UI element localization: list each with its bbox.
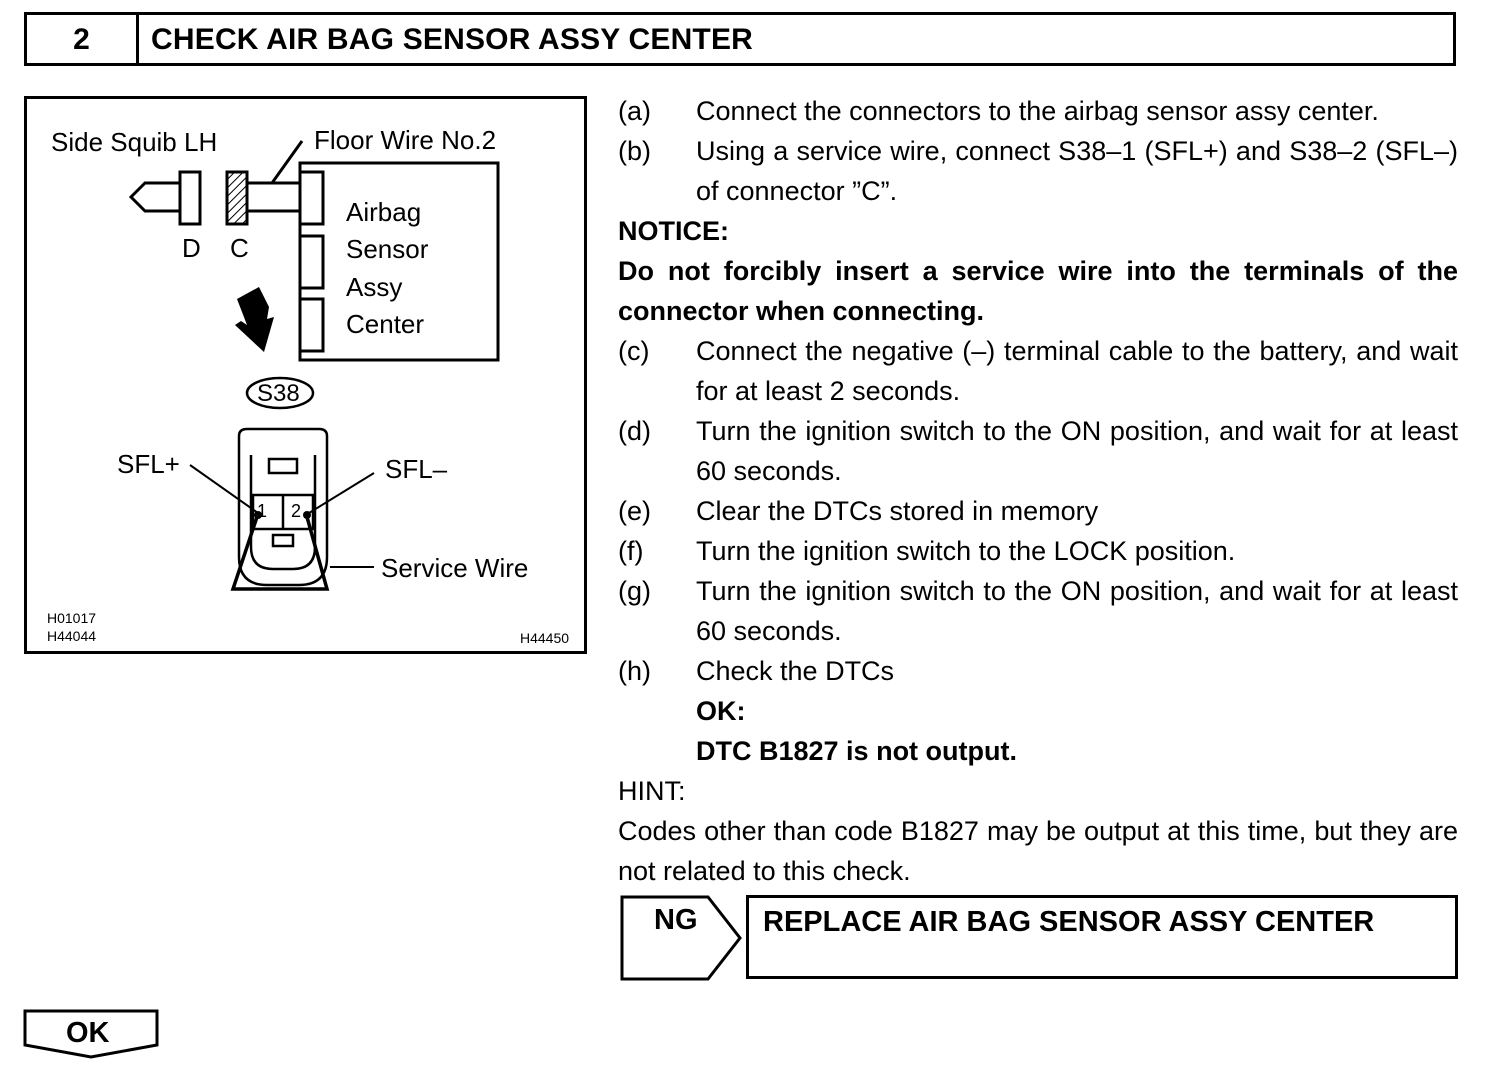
step-label: (f) bbox=[618, 536, 644, 566]
module-label-line: Airbag bbox=[346, 197, 422, 227]
figure-code: H01017 bbox=[47, 610, 97, 626]
step-title: CHECK AIR BAG SENSOR ASSY CENTER bbox=[151, 23, 754, 56]
side-squib-plug bbox=[128, 170, 202, 226]
step-item: (e) Clear the DTCs stored in memory bbox=[618, 491, 1458, 531]
pin-2-label: 2 bbox=[291, 501, 302, 521]
airbag-sensor-module bbox=[298, 161, 500, 362]
step-text: Using a service wire, connect S38–1 (SFL… bbox=[696, 136, 1458, 206]
figure-code: H44450 bbox=[520, 630, 570, 646]
step-number: 2 bbox=[27, 15, 139, 63]
step-label: (d) bbox=[618, 416, 651, 446]
floor-wire bbox=[247, 140, 304, 213]
side-squib-label: Side Squib LH bbox=[51, 127, 218, 157]
ng-tag bbox=[620, 895, 742, 981]
module-label-line: Sensor bbox=[346, 234, 429, 264]
step-text: Connect the negative (–) terminal cable … bbox=[696, 336, 1458, 406]
notice-text: Do not forcibly insert a service wire in… bbox=[618, 256, 1458, 326]
service-wire-label: Service Wire bbox=[381, 553, 529, 583]
s38-oval bbox=[245, 376, 315, 410]
step-text: Check the DTCs bbox=[696, 656, 895, 686]
ng-action-text: REPLACE AIR BAG SENSOR ASSY CENTER bbox=[763, 906, 1375, 938]
ng-action-box: REPLACE AIR BAG SENSOR ASSY CENTER bbox=[746, 895, 1458, 979]
sfl-plus-label: SFL+ bbox=[117, 449, 180, 479]
step-item: (a) Connect the connectors to the airbag… bbox=[618, 91, 1458, 131]
step-text: Turn the ignition switch to the ON posit… bbox=[696, 576, 1458, 646]
step-item: (g) Turn the ignition switch to the ON p… bbox=[618, 571, 1458, 651]
ok-result: DTC B1827 is not output. bbox=[696, 736, 1018, 766]
step-label: (e) bbox=[618, 496, 651, 526]
hint-title: HINT: bbox=[618, 776, 686, 806]
step-text: Clear the DTCs stored in memory bbox=[696, 496, 1099, 526]
pin-1-label: 1 bbox=[257, 501, 268, 521]
floor-wire-label: Floor Wire No.2 bbox=[314, 125, 497, 155]
step-text: Turn the ignition switch to the ON posit… bbox=[696, 416, 1458, 486]
sfl-minus-label: SFL– bbox=[385, 454, 448, 484]
ok-tag bbox=[23, 1009, 159, 1059]
leader-lines bbox=[189, 464, 375, 568]
module-label-line: Center bbox=[346, 309, 425, 339]
connector-c bbox=[225, 170, 249, 226]
down-arrow-icon bbox=[235, 287, 274, 352]
step-header: 2 CHECK AIR BAG SENSOR ASSY CENTER bbox=[24, 12, 1456, 66]
step-item: (d) Turn the ignition switch to the ON p… bbox=[618, 411, 1458, 491]
step-label: (g) bbox=[618, 576, 651, 606]
connector-diagram: Side Squib LH Floor Wire No.2 D C Airbag… bbox=[24, 96, 587, 654]
ng-label: NG bbox=[654, 904, 698, 936]
s38-connector-face bbox=[237, 427, 329, 587]
connector-d-label: D bbox=[182, 233, 201, 263]
step-item: (c) Connect the negative (–) terminal ca… bbox=[618, 331, 1458, 411]
procedure-steps: (a) Connect the connectors to the airbag… bbox=[618, 91, 1458, 891]
service-wire bbox=[230, 516, 330, 591]
step-item: (f) Turn the ignition switch to the LOCK… bbox=[618, 531, 1458, 571]
figure-code: H44044 bbox=[47, 628, 97, 644]
ok-title: OK: bbox=[696, 696, 746, 726]
hint-text: Codes other than code B1827 may be outpu… bbox=[618, 816, 1458, 886]
step-item: (h) Check the DTCs bbox=[618, 651, 1458, 691]
connector-diagram-drawing bbox=[128, 140, 500, 591]
connector-c-label: C bbox=[230, 233, 249, 263]
notice-title: NOTICE: bbox=[618, 216, 729, 246]
step-label: (a) bbox=[618, 96, 651, 126]
step-text: Turn the ignition switch to the LOCK pos… bbox=[696, 536, 1236, 566]
step-label: (h) bbox=[618, 656, 651, 686]
s38-label: S38 bbox=[257, 380, 300, 407]
step-text: Connect the connectors to the airbag sen… bbox=[696, 96, 1379, 126]
step-label: (b) bbox=[618, 136, 651, 166]
ok-label: OK bbox=[66, 1017, 110, 1049]
module-label-line: Assy bbox=[346, 272, 403, 302]
step-item: (b) Using a service wire, connect S38–1 … bbox=[618, 131, 1458, 211]
step-label: (c) bbox=[618, 336, 650, 366]
